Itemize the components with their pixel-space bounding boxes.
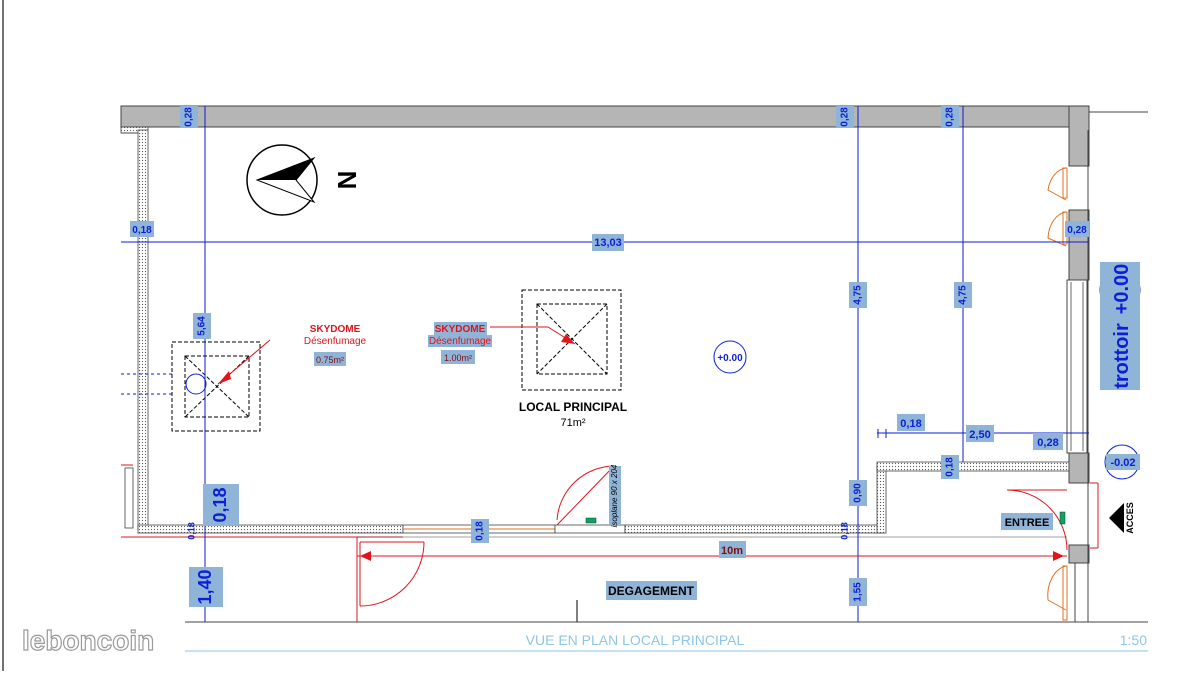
entrance-label: ENTREE [1005, 517, 1050, 529]
dimension-label: 0,28 [184, 107, 195, 127]
sidewalk-label: trottoir [1111, 323, 1133, 389]
left-wall [137, 129, 149, 531]
dimension-label: 0,28 [840, 107, 851, 127]
skydome-subtitle: Désenfumage [429, 336, 492, 347]
dimension-label: 0,18 [839, 522, 849, 540]
drawing-title: VUE EN PLAN LOCAL PRINCIPAL [526, 632, 745, 648]
north-label: N [332, 171, 362, 190]
skydome-size: 0.75m² [316, 355, 344, 365]
dimension-label: 0,18 [900, 418, 921, 430]
dimension-label: 0,28 [1067, 225, 1087, 236]
dimension-label: 5,64 [197, 316, 208, 336]
level-marker [713, 340, 747, 374]
door-note: isoplane 90 x 204 [610, 464, 619, 527]
dimension-label: 0,18 [210, 487, 230, 522]
skydome-right [490, 289, 622, 391]
sidewalk-level: +0.00 [1111, 264, 1133, 315]
dimension-label: 2,50 [969, 429, 990, 441]
dimension-label: 0,18 [132, 225, 152, 236]
dimension-label: 0,90 [853, 483, 864, 503]
dimension-label: 0,18 [475, 521, 486, 541]
access-label: ACCES [1125, 502, 1135, 534]
drawing-scale: 1:50 [1120, 632, 1147, 648]
dimension-label: 13,03 [594, 237, 622, 249]
dimension-label: 0,28 [1037, 437, 1058, 449]
room-area: 71m² [560, 417, 585, 429]
skydome-subtitle: Désenfumage [304, 336, 367, 347]
dimension-labels: 0,28 0,28 0,28 0,18 13,03 0,28 5,64 4,75… [130, 106, 1089, 607]
dimension-label: 10m [721, 545, 743, 557]
skydome-size: 1.00m² [444, 353, 472, 363]
north-arrow [246, 144, 318, 216]
room-name: LOCAL PRINCIPAL [519, 400, 627, 414]
bottom-wall-left [137, 524, 404, 534]
dimension-label: 0,28 [945, 107, 956, 127]
step-wall [876, 461, 1070, 472]
right-window [1066, 279, 1088, 454]
dimension-label: 0,18 [186, 522, 196, 540]
room-level: +0.00 [717, 353, 743, 364]
skydome-title: SKYDOME [310, 324, 361, 335]
dimension-label: 1,40 [195, 569, 215, 604]
corridor-label: DEGAGEMENT [608, 584, 695, 598]
access-arrow-icon [1109, 503, 1124, 533]
dimension-label: 0,18 [945, 457, 956, 477]
dimension-label: 4,75 [853, 285, 864, 305]
dimension-label: 1,55 [853, 582, 864, 602]
skydome-left [121, 339, 271, 432]
dimension-label: 4,75 [958, 285, 969, 305]
skydome-title: SKYDOME [435, 324, 486, 335]
entrance-level: -0.02 [1110, 457, 1135, 469]
watermark-logo: leboncoin [22, 625, 154, 656]
